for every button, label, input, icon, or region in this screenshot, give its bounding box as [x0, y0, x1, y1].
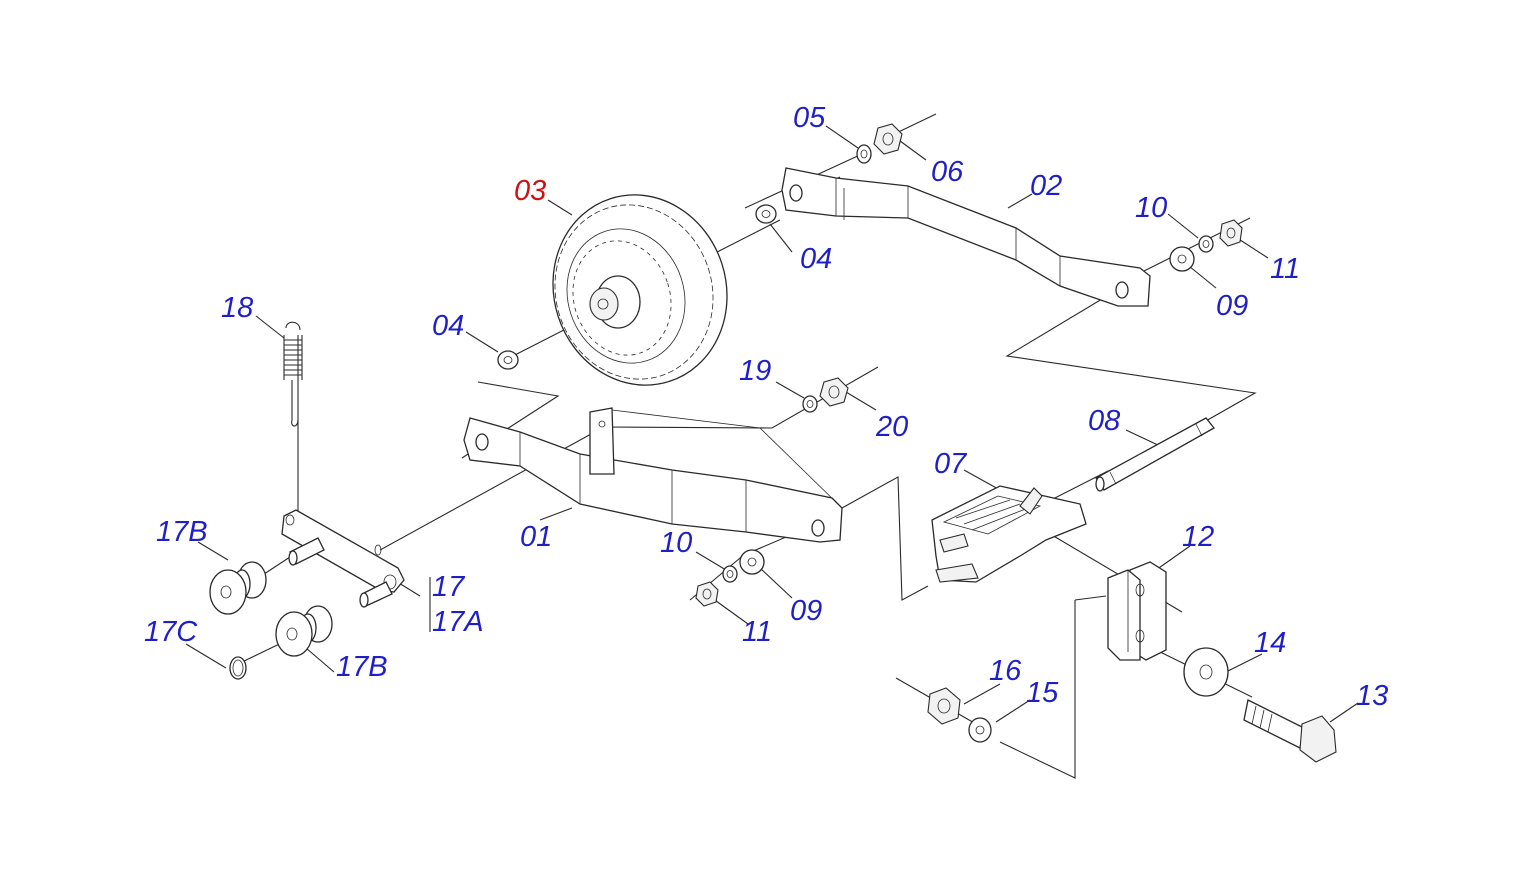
- label-19: 19: [739, 355, 771, 387]
- label-05: 05: [793, 102, 826, 134]
- label-02: 02: [1030, 170, 1062, 202]
- part-17C-clip: [229, 656, 247, 680]
- part-17B-rollers: [209, 561, 333, 657]
- nuts: [695, 123, 1243, 725]
- label-15: 15: [1026, 677, 1059, 709]
- part-13-bolt: [1243, 699, 1337, 763]
- label-06: 06: [931, 156, 964, 188]
- part-12-clamp: [1107, 561, 1167, 661]
- label-09-lower: 09: [790, 595, 822, 627]
- label-07: 07: [934, 448, 968, 480]
- label-20: 20: [875, 411, 908, 443]
- label-17: 17: [432, 571, 466, 603]
- label-13: 13: [1356, 680, 1388, 712]
- label-16: 16: [989, 655, 1022, 687]
- label-14: 14: [1254, 627, 1286, 659]
- assembly-lines: [235, 113, 1257, 779]
- part-02-upper-arm: [781, 167, 1151, 307]
- label-08: 08: [1088, 405, 1120, 437]
- part-07-bracket: [931, 485, 1087, 583]
- part-18-spring: [283, 321, 303, 427]
- label-10-upper: 10: [1135, 192, 1167, 224]
- part-03-wheel: [552, 194, 728, 386]
- part-17-swivel-plate: [281, 509, 405, 608]
- part-01-lower-arm: [463, 407, 843, 543]
- label-01: 01: [520, 521, 552, 553]
- label-04-upper: 04: [800, 243, 832, 275]
- label-04-lower: 04: [432, 310, 464, 342]
- label-03: 03: [514, 175, 546, 207]
- label-11-upper: 11: [1270, 253, 1300, 285]
- label-17B-upper: 17B: [156, 516, 208, 548]
- part-08-axle-pin: [1095, 417, 1215, 492]
- label-09-upper: 09: [1216, 290, 1248, 322]
- label-18: 18: [221, 292, 253, 324]
- label-10-lower: 10: [660, 527, 692, 559]
- label-17B-lower: 17B: [336, 651, 388, 683]
- label-12: 12: [1182, 521, 1214, 553]
- label-11-lower: 11: [742, 616, 772, 648]
- leader-lines: [185, 125, 1359, 723]
- callout-labels: 05 06 02 03 04 10 11 09 04 18 19 20 08 0…: [144, 102, 1388, 712]
- washers: [497, 144, 1229, 743]
- label-17C: 17C: [144, 616, 198, 648]
- label-17A: 17A: [432, 606, 484, 638]
